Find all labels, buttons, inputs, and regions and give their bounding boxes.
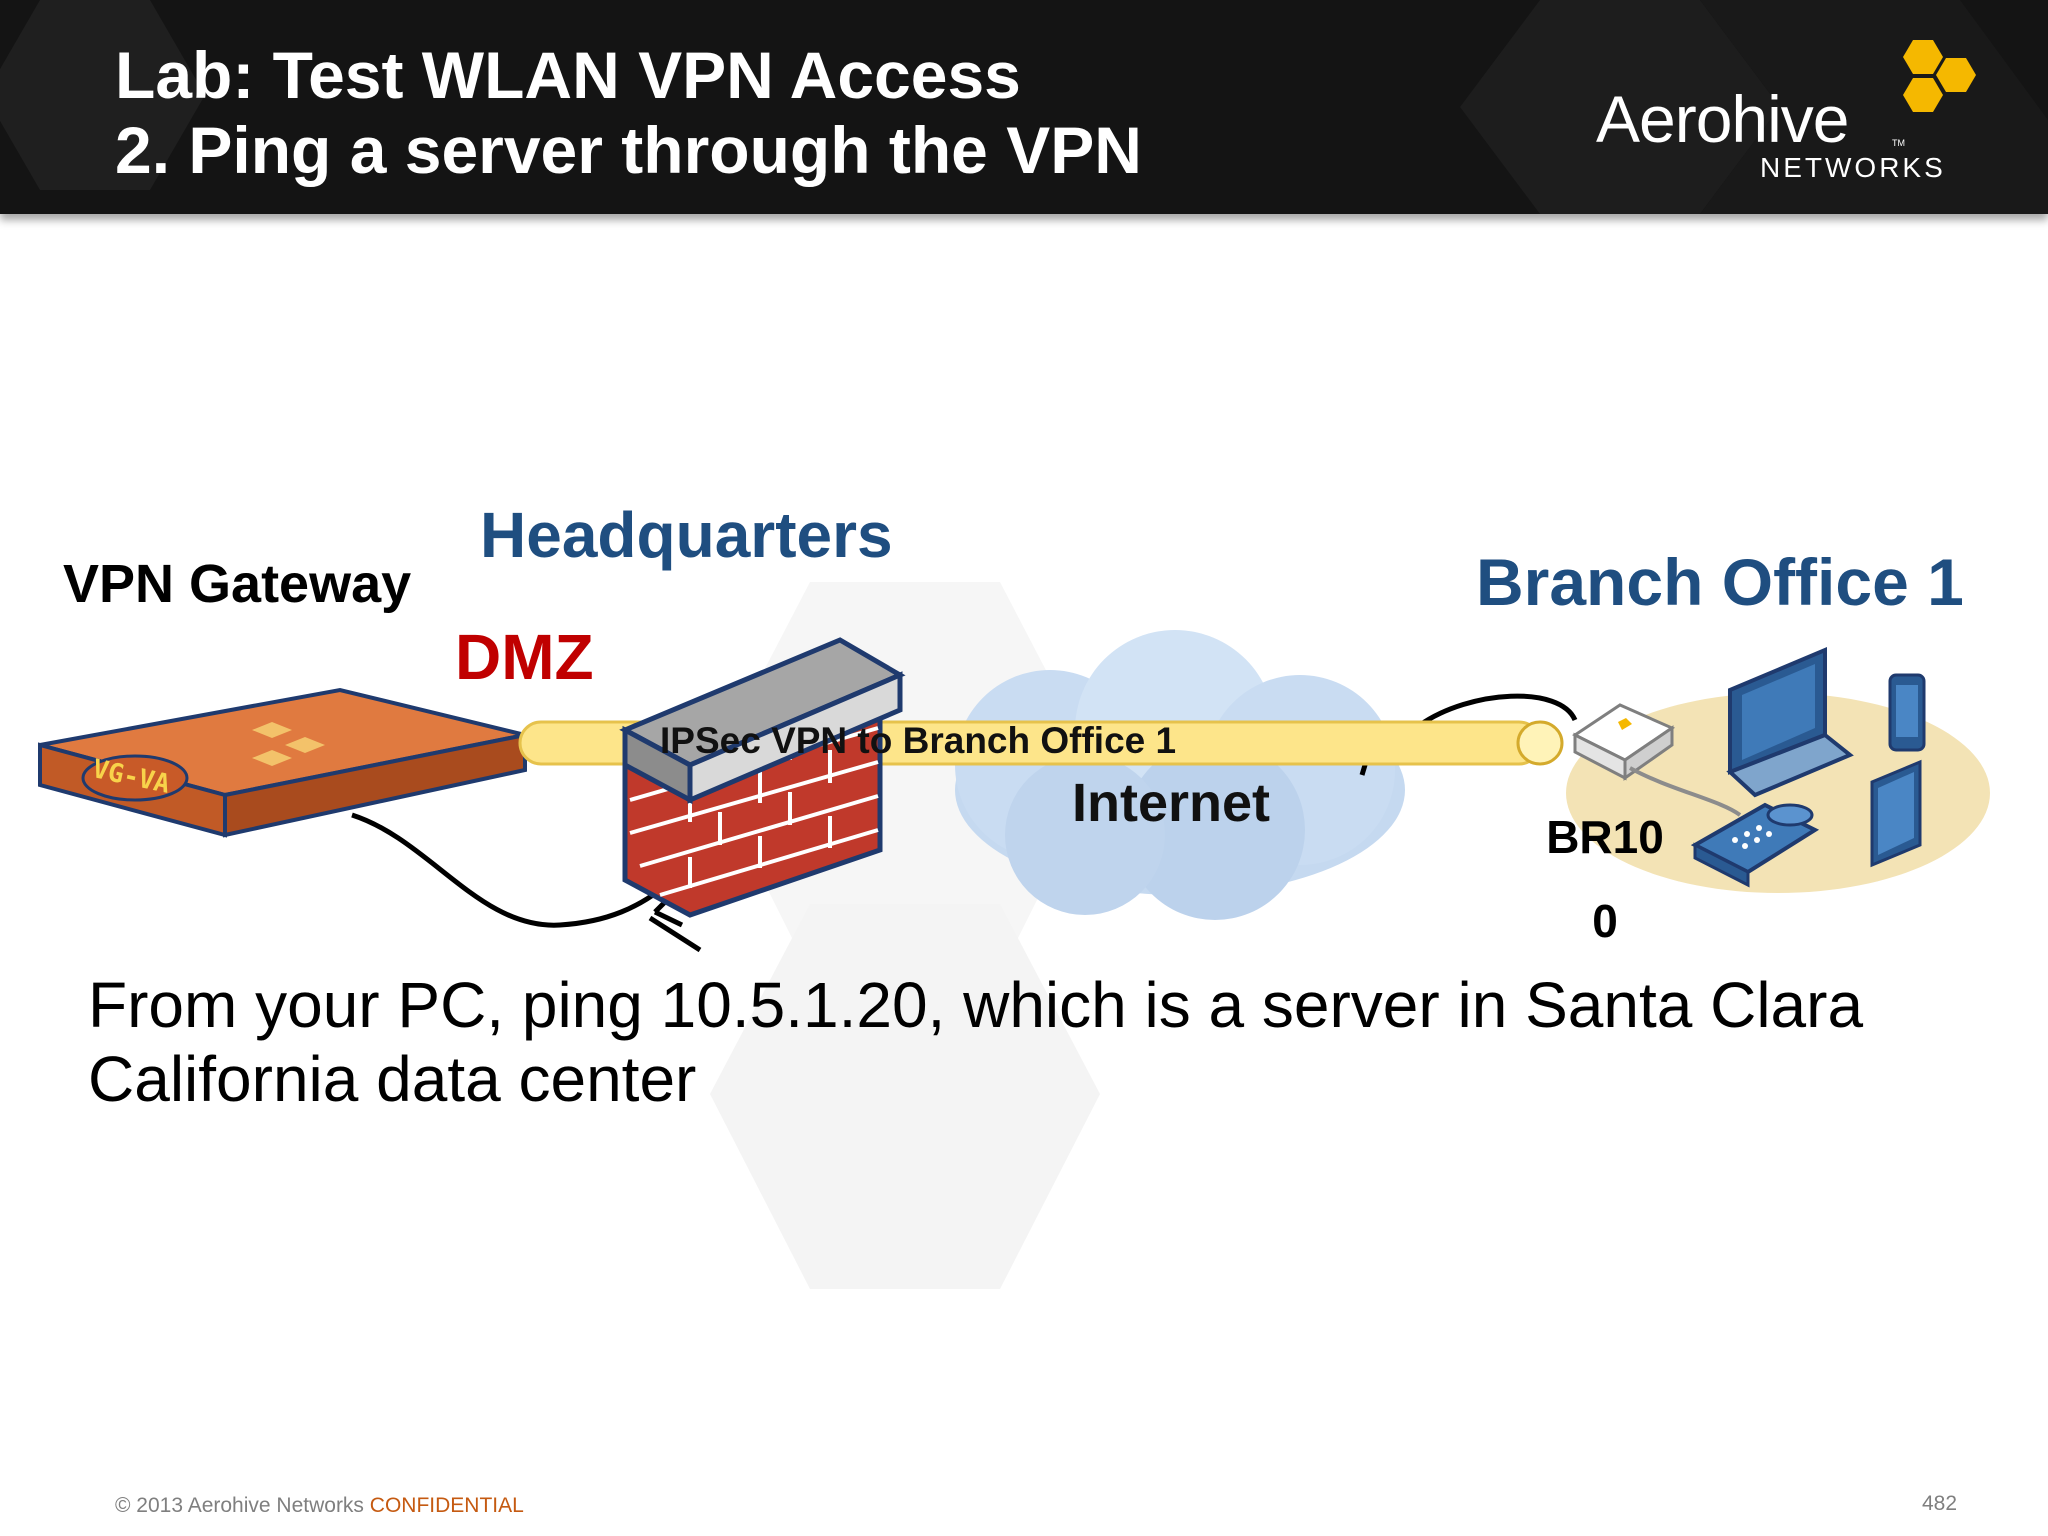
logo-subline: NETWORKS	[1760, 152, 1946, 183]
tablet-icon	[1870, 759, 1922, 868]
ipsec-tunnel-label: IPSec VPN to Branch Office 1	[660, 720, 1177, 761]
footer-copyright: © 2013 Aerohive Networks CONFIDENTIAL	[115, 1494, 524, 1518]
vpn-gateway-label: VPN Gateway	[63, 554, 412, 614]
headquarters-label: Headquarters	[480, 499, 893, 571]
router-cable	[1418, 693, 1578, 728]
laptop-icon	[1726, 646, 1854, 798]
phone-cable	[1629, 766, 1742, 817]
confidential-label: CONFIDENTIAL	[369, 1494, 524, 1517]
copyright-text: © 2013 Aerohive Networks	[115, 1494, 370, 1517]
internet-label: Internet	[1072, 773, 1271, 833]
cable-arrow	[648, 915, 702, 953]
page-number: 482	[1922, 1492, 1958, 1515]
logo-trademark: TM	[1892, 138, 1905, 148]
firewall-icon	[619, 637, 906, 918]
tunnel-end	[1516, 720, 1564, 766]
branch-office-label: Branch Office 1	[1476, 545, 1964, 619]
desk-phone-icon	[1690, 802, 1820, 888]
logo-wordmark: Aerohive	[1596, 82, 1849, 156]
network-diagram	[38, 630, 1990, 953]
router-label: BR100	[1546, 811, 1664, 947]
aerohive-logo: Aerohive TM NETWORKS	[1596, 40, 1976, 190]
logo-hex-icon	[1903, 40, 1976, 112]
br100-router-icon	[1572, 703, 1676, 781]
header-bar: Lab: Test WLAN VPN Access 2. Ping a serv…	[0, 0, 2048, 214]
page-title: Lab: Test WLAN VPN Access 2. Ping a serv…	[115, 38, 1142, 187]
smartphone-icon	[1888, 673, 1926, 752]
header-hex-pattern	[0, 0, 2048, 214]
gateway-cable	[351, 812, 662, 928]
instruction-text: From your PC, ping 10.5.1.20, which is a…	[88, 969, 1864, 1115]
dmz-label: DMZ	[455, 621, 594, 693]
